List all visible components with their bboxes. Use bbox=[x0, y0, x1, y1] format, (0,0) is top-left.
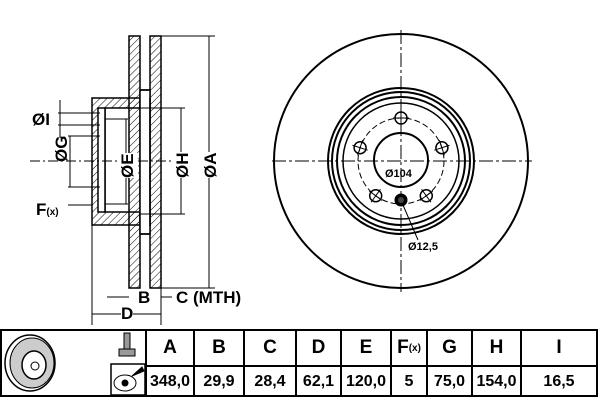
header-label: A bbox=[163, 337, 177, 358]
label-f: F(x) bbox=[36, 200, 59, 219]
value-a: 348,0 bbox=[145, 365, 193, 397]
bolt-hole bbox=[419, 189, 434, 203]
bolt-hole-crosshair bbox=[419, 190, 434, 201]
value-b: 29,9 bbox=[193, 365, 243, 397]
label-dia-g: ØG bbox=[52, 135, 71, 162]
label-dia-e: ØE bbox=[118, 153, 138, 178]
bolt-hole bbox=[353, 140, 367, 155]
bolt-hole-crosshair bbox=[368, 190, 383, 201]
header-sup: (x) bbox=[408, 342, 421, 354]
value-c: 28,4 bbox=[243, 365, 295, 397]
label-b: B bbox=[138, 288, 151, 307]
right-friction-plate bbox=[149, 35, 162, 289]
product-icon-cell bbox=[2, 331, 147, 396]
column-header-d: D bbox=[295, 331, 340, 365]
label-d: D bbox=[121, 304, 134, 324]
label-bolt-circle: Ø104 bbox=[385, 168, 412, 180]
dimension-lines bbox=[30, 35, 215, 325]
header-label: D bbox=[311, 337, 326, 358]
header-label: G bbox=[442, 337, 457, 358]
hub-mount-icon bbox=[110, 363, 146, 396]
header-label: B bbox=[212, 337, 226, 358]
label-c-mth: C (MTH) bbox=[176, 288, 242, 307]
value-e: 120,0 bbox=[340, 365, 390, 397]
header-label: C bbox=[263, 337, 277, 358]
front-view bbox=[272, 30, 532, 292]
header-label: E bbox=[359, 337, 373, 358]
bolt-hole bbox=[368, 189, 383, 203]
column-header-f: F(x) bbox=[390, 331, 426, 365]
column-header-e: E bbox=[340, 331, 390, 365]
column-header-b: B bbox=[193, 331, 243, 365]
bolt-hole-crosshair bbox=[438, 139, 445, 156]
center-bore bbox=[373, 132, 429, 188]
label-dia-h: ØH bbox=[173, 152, 193, 178]
label-dia-a: ØA bbox=[201, 152, 221, 178]
label-hole-dia: Ø12,5 bbox=[408, 241, 438, 253]
value-g: 75,0 bbox=[426, 365, 471, 397]
bolt-holes bbox=[352, 110, 450, 203]
bolt-hole-crosshair bbox=[357, 139, 364, 156]
value-h: 154,0 bbox=[471, 365, 520, 397]
header-label: F bbox=[397, 337, 409, 358]
bolt-icon bbox=[118, 332, 136, 357]
header-label: I bbox=[556, 337, 562, 358]
column-header-a: A bbox=[145, 331, 193, 365]
header-label: H bbox=[489, 337, 504, 358]
bolt-hole bbox=[435, 140, 449, 155]
value-f: 5 bbox=[390, 365, 426, 397]
value-i: 16,5 bbox=[520, 365, 596, 397]
label-dia-i: ØI bbox=[32, 110, 50, 129]
column-header-h: H bbox=[471, 331, 520, 365]
column-header-i: I bbox=[520, 331, 596, 365]
value-d: 62,1 bbox=[295, 365, 340, 397]
column-header-c: C bbox=[243, 331, 295, 365]
column-header-g: G bbox=[426, 331, 471, 365]
disc-thumbnail-icon bbox=[4, 334, 56, 392]
